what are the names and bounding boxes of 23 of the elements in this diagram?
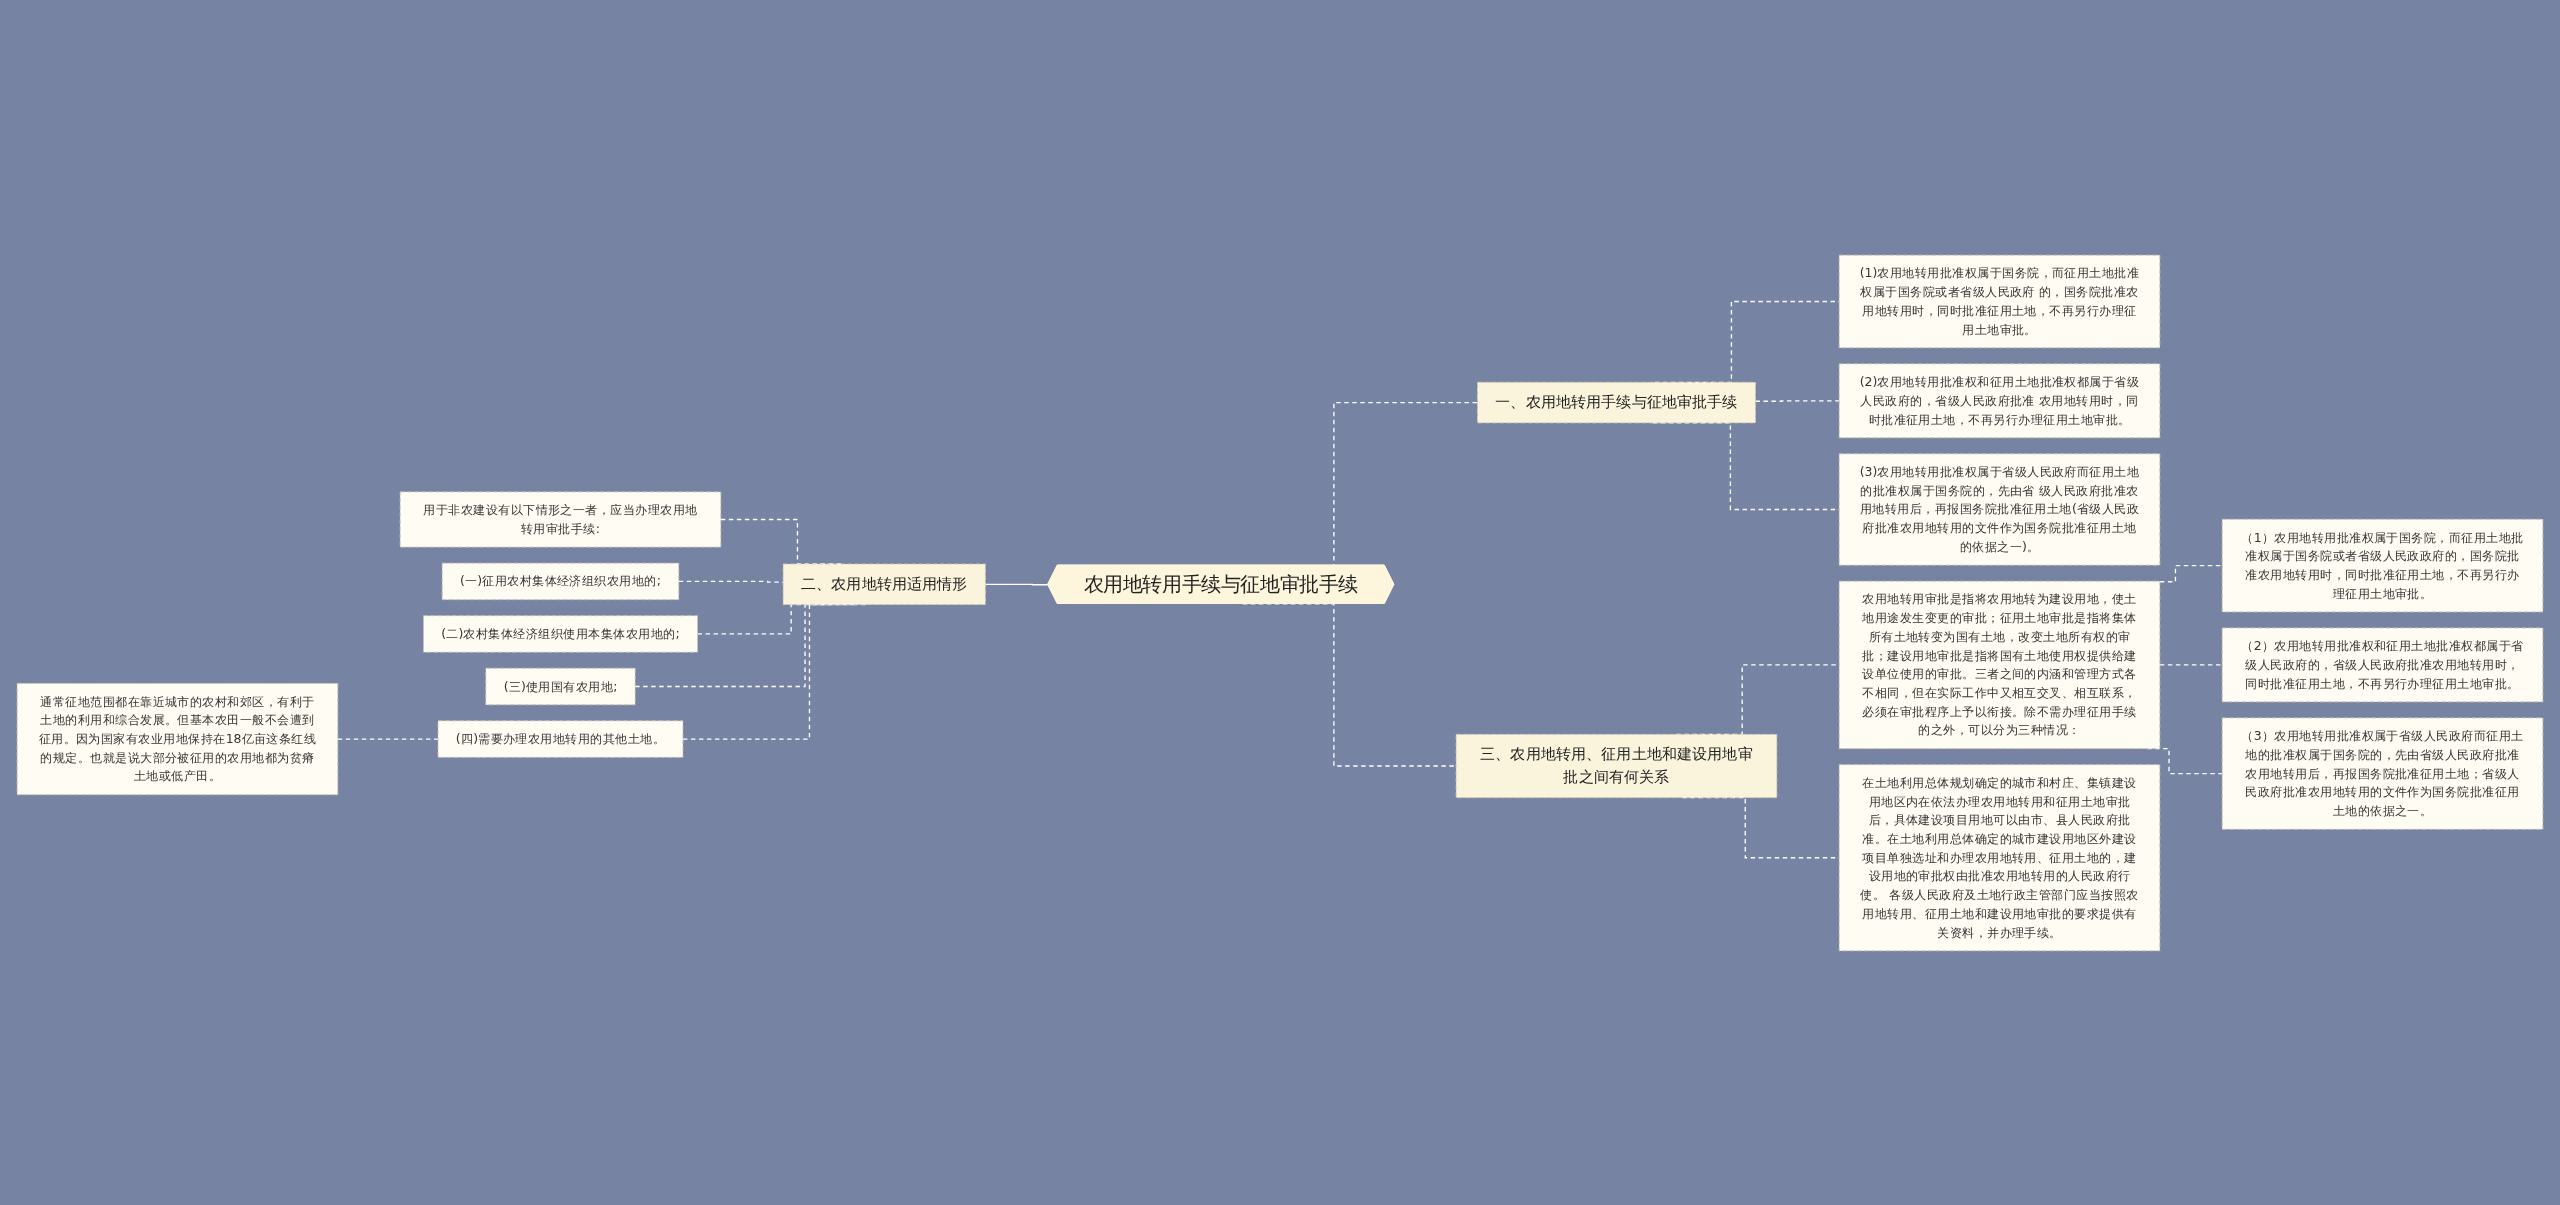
node-box: 用于非农建设有以下情形之一者，应当办理农用地转用审批手续: (399, 490, 722, 548)
node-box: （3）农用地转用批准权属于省级人民政府而征用土地的批准权属于国务院的，先由省级人民政府批准农用地转用后，再报国务院批准征用土地；省级人民政府批准农用地转用的文件作为国务院批准征用土地的依据之一。 (2221, 716, 2544, 830)
node-box: (1)农用地转用批准权属于国务院，而征用土地批准权属于国务院或者省级人民政府 的，国务院批准农用地转用时，同时批准征用土地，不再另行办理征用土地审批。 (1838, 254, 2161, 348)
node-box: (四)需要办理农用地转用的其他土地。 (437, 719, 684, 758)
connector (2159, 663, 2223, 666)
connector (984, 583, 1049, 585)
node-box: 通常征地范围都在靠近城市的农村和郊区，有利于土地的利用和综合发展。但基本农田一般不会遭到征用。因为国家有农业用地保持在18亿亩这条红线的规定。也就是说大部分被征用的农用地都为贫瘠土地或低产田。 (16, 682, 339, 795)
connector (2159, 564, 2223, 582)
node-box: (3)农用地转用批准权属于省级人民政府而征用土地的批准权属于国务院的，先由省 级人民政府批准农用地转用后，再报国务院批准征用土地(省级人民政府批准农用地转用的文件作为国务院批准征用土地的依据之一)。 (1838, 452, 2161, 566)
node-box: (一)征用农村集体经济组织农用地的; (441, 562, 680, 600)
node-box: 在土地利用总体规划确定的城市和村庄、集镇建设用地区内在依法办理农用地转用和征用土地审批后，具体建设项目用地可以由市、县人民政府批准。在土地利用总体确定的城市建设用地区外建设项目单独选址和办理农用地转用、征用土地的，建设用地的审批权由批准农用地转用的人民政府行使。 各级人民政府及土地行政主管部门应当按照农用地转用、征用土地和建设用地审批的要求提供有关资料，并办理手续。 (1838, 763, 2161, 951)
node-box: 三、农用地转用、征用土地和建设用地审批之间有何关系 (1455, 733, 1778, 798)
node-box: (2)农用地转用批准权和征用土地批准权都属于省级人民政府的，省级人民政府批准 农用地转用时，同时批准征用土地，不再另行办理征用土地审批。 (1838, 362, 2161, 438)
node-box: （2）农用地转用批准权和征用土地批准权都属于省级人民政府的，省级人民政府批准农用地转用时，同时批准征用土地，不再另行办理征用土地审批。 (2221, 627, 2544, 702)
connector (1242, 602, 1457, 767)
node-box: （1）农用地转用批准权属于国务院，而征用土地批准权属于国务院或者省级人民政政府的，国务院批准农用地转用时，同时批准征用土地，不再另行办理征用土地审批。 (2221, 518, 2544, 612)
connector (1754, 399, 1840, 402)
connector (337, 737, 439, 740)
node-box: (二)农村集体经济组织使用本集体农用地的; (423, 614, 698, 653)
node-box: (三)使用国有农用地; (485, 667, 636, 705)
node-box: 二、农用地转用适用情形 (782, 563, 986, 605)
node-box: 一、农用地转用手续与征地审批手续 (1477, 381, 1756, 423)
node-box: 农用地转用审批是指将农用地转为建设用地，使土地用途发生变更的审批；征用土地审批是指将集体所有土地转变为国有土地，改变土地所有权的审批；建设用地审批是指将国有土地使用权提供给建设单位使用的审批。三者之间的内涵和管理方式各不相同，但在实际工作中又相互交叉、相互联系，必须在审批程序上予以衔接。除不需办理征用手续的之外，可以分为三种情况： (1838, 580, 2161, 749)
